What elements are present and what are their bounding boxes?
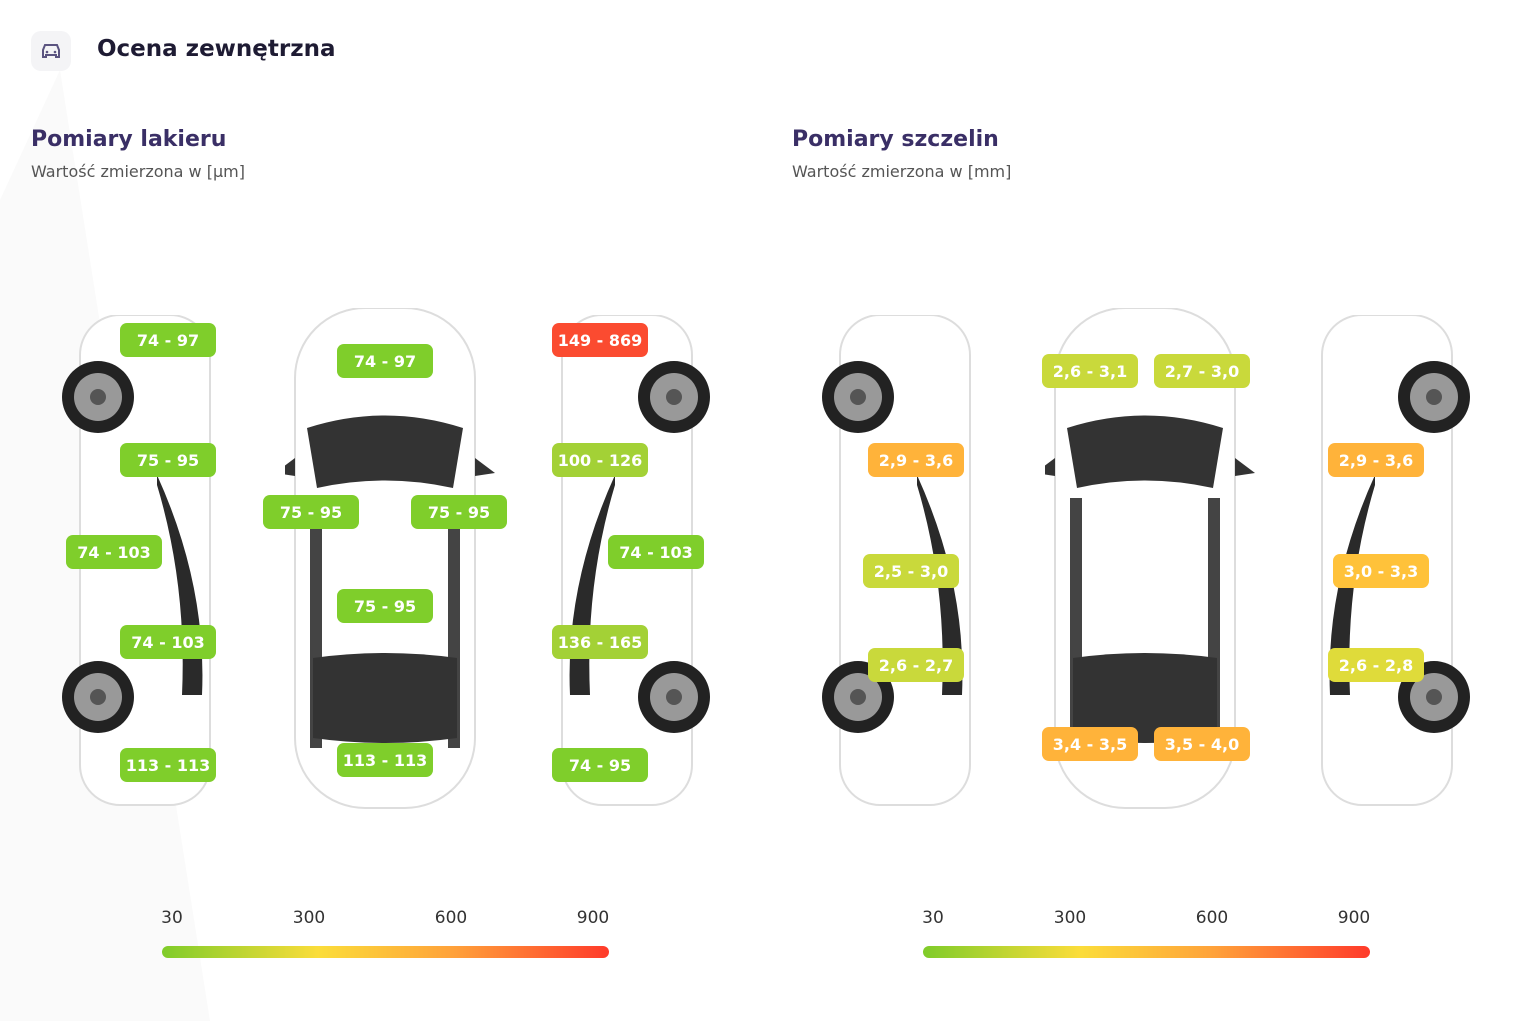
gap-badge: 2,6 - 3,1 — [1042, 354, 1138, 388]
legend-tick: 30 — [161, 908, 183, 928]
paint-badge: 113 - 113 — [120, 748, 216, 782]
paint-badge: 100 - 126 — [552, 443, 648, 477]
gap-badge: 2,6 - 2,7 — [868, 648, 964, 682]
paint-subtitle: Wartość zmierzona w [µm] — [31, 162, 245, 181]
paint-badge: 149 - 869 — [552, 323, 648, 357]
gaps-legend-gradient — [923, 946, 1370, 958]
paint-badge: 136 - 165 — [552, 625, 648, 659]
legend-tick: 900 — [576, 908, 610, 928]
paint-badge: 74 - 103 — [608, 535, 704, 569]
paint-badge: 113 - 113 — [337, 743, 433, 777]
gaps-title: Pomiary szczelin — [792, 127, 999, 152]
paint-badge: 74 - 95 — [552, 748, 648, 782]
paint-badge: 75 - 95 — [263, 495, 359, 529]
gap-badge: 2,5 - 3,0 — [863, 554, 959, 588]
legend-tick: 300 — [1053, 908, 1087, 928]
paint-badge: 75 - 95 — [337, 589, 433, 623]
paint-legend-gradient — [162, 946, 609, 958]
gap-badge: 2,7 - 3,0 — [1154, 354, 1250, 388]
paint-title: Pomiary lakieru — [31, 127, 227, 152]
gap-badge: 2,9 - 3,6 — [868, 443, 964, 477]
car-top-image — [285, 308, 495, 809]
legend-tick: 30 — [922, 908, 944, 928]
legend-tick: 600 — [1195, 908, 1229, 928]
gap-badge: 2,6 - 2,8 — [1328, 648, 1424, 682]
legend-tick: 300 — [292, 908, 326, 928]
gaps-subtitle: Wartość zmierzona w [mm] — [792, 162, 1012, 181]
paint-badge: 75 - 95 — [120, 443, 216, 477]
car-icon — [31, 31, 71, 71]
gap-badge: 3,0 - 3,3 — [1333, 554, 1429, 588]
gap-badge: 3,4 - 3,5 — [1042, 727, 1138, 761]
gap-badge: 3,5 - 4,0 — [1154, 727, 1250, 761]
paint-badge: 74 - 103 — [120, 625, 216, 659]
paint-badge: 74 - 97 — [120, 323, 216, 357]
gap-badge: 2,9 - 3,6 — [1328, 443, 1424, 477]
legend-tick: 600 — [434, 908, 468, 928]
paint-badge: 74 - 103 — [66, 535, 162, 569]
paint-badge: 74 - 97 — [337, 344, 433, 378]
page-title: Ocena zewnętrzna — [97, 36, 336, 62]
paint-badge: 75 - 95 — [411, 495, 507, 529]
legend-tick: 900 — [1337, 908, 1371, 928]
